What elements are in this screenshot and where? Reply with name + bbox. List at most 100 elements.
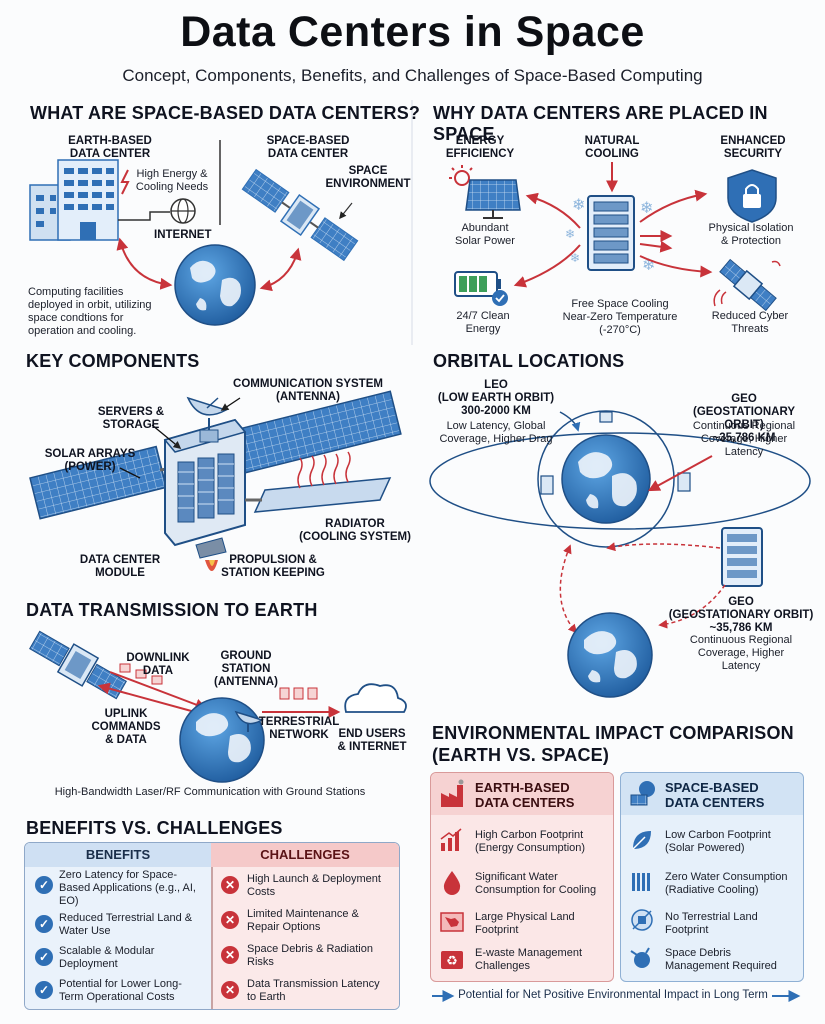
fan-out-arrows — [639, 189, 713, 278]
server-rack-icon — [587, 195, 635, 271]
earth-datacenter-label: EARTH-BASED DATA CENTER — [68, 135, 152, 160]
page-subtitle: Concept, Components, Benefits, and Chall… — [122, 66, 703, 85]
geo-orbit-ring — [429, 432, 811, 530]
shield-lock-icon — [727, 169, 777, 223]
geo2-desc: Continuous Regional Coverage, Higher Lat… — [689, 634, 793, 672]
svg-text:❄: ❄ — [640, 200, 653, 217]
svg-text:❄: ❄ — [572, 197, 585, 214]
radiator-label: RADIATOR (COOLING SYSTEM) — [299, 518, 411, 543]
earth-impact-title: EARTH-BASED DATA CENTERS — [475, 780, 575, 810]
earth-impact-item: High Carbon Footprint (Energy Consumptio… — [475, 829, 586, 854]
carbon-chart-icon — [440, 828, 462, 851]
propulsion-label: PROPULSION & STATION KEEPING — [221, 554, 325, 579]
solar-array-left — [29, 445, 168, 520]
cyber-threats-text: Reduced Cyber Threats — [711, 310, 789, 335]
challenge-item: High Launch & Deployment Costs — [247, 873, 381, 898]
components-heading: KEY COMPONENTS — [26, 351, 200, 371]
leo-pointer — [559, 411, 581, 432]
environment-heading: ENVIRONMENTAL IMPACT COMPARISON (EARTH V… — [432, 723, 794, 765]
orbit-earth-lower-icon — [567, 612, 653, 698]
solar-panel-icon — [465, 179, 521, 219]
natural-cooling-title: NATURAL COOLING — [584, 135, 640, 160]
datacenter-satellite — [29, 390, 402, 571]
data-packets-icon — [119, 663, 318, 700]
space-impact-item: Zero Water Consumption (Radiative Coolin… — [665, 871, 788, 896]
space-impact-title: SPACE-BASED DATA CENTERS — [665, 780, 765, 810]
earth-datacenter-icon — [29, 159, 119, 241]
challenges-column — [211, 843, 399, 1009]
geo-link-left — [559, 544, 578, 634]
terrestrial-label: TERRESTRIAL NETWORK — [258, 716, 340, 741]
energy-efficiency-title: ENERGY EFFICIENCY — [445, 135, 515, 160]
geo-pointer — [647, 455, 713, 492]
geo-desc: Continuous Regional Coverage, Higher Lat… — [692, 420, 796, 458]
clean-energy-text: 24/7 Clean Energy — [456, 310, 510, 335]
energy-note: High Energy & Cooling Needs — [135, 168, 209, 193]
earth-impact-item: E-waste Management Challenges — [475, 947, 582, 972]
check-icon: ✓ — [35, 948, 53, 966]
benefit-item: Potential for Lower Long- Term Operation… — [59, 978, 182, 1003]
internet-globe-icon — [170, 198, 196, 224]
challenge-item: Space Debris & Radiation Risks — [247, 943, 373, 968]
orbit-earth-icon — [561, 434, 651, 524]
comm-system-label: COMMUNICATION SYSTEM (ANTENNA) — [233, 378, 383, 403]
debris-icon — [630, 947, 650, 968]
benefit-item: Scalable & Modular Deployment — [59, 945, 155, 970]
downlink-label: DOWNLINK DATA — [126, 652, 190, 677]
cross-icon: ✕ — [221, 981, 239, 999]
downlink-arrow — [109, 671, 208, 711]
earth-impact-item: Large Physical Land Footprint — [475, 911, 575, 936]
transmission-heading: DATA TRANSMISSION TO EARTH — [26, 600, 318, 620]
internet-link-line — [118, 211, 170, 221]
geo-link-top — [606, 542, 721, 552]
benefits-column — [25, 843, 211, 1009]
cyber-satellite-icon — [719, 258, 777, 312]
space-environment-label: SPACE ENVIRONMENT — [325, 165, 411, 190]
space-env-pointer — [339, 202, 353, 220]
servers-storage-label: SERVERS & STORAGE — [97, 406, 165, 431]
end-users-label: END USERS & INTERNET — [337, 728, 407, 753]
solar-arrays-label: SOLAR ARRAYS (POWER) — [44, 448, 136, 473]
benefits-header: BENEFITS — [25, 843, 211, 867]
leo-title: LEO (LOW EARTH ORBIT) 300-2000 KM — [437, 379, 555, 417]
servers-pointer — [151, 424, 182, 449]
svg-text:❄: ❄ — [570, 251, 580, 265]
internet-label: INTERNET — [154, 229, 212, 241]
space-satellite-icon — [241, 168, 359, 262]
sun-icon — [449, 165, 473, 186]
geo-title: GEO (GEOSTATIONARY ORBIT) ~35,786 KM — [692, 393, 795, 444]
space-impact-item: No Terrestrial Land Footprint — [665, 911, 758, 936]
why-heading: WHY DATA CENTERS ARE PLACED IN SPACE — [433, 103, 768, 144]
cross-icon: ✕ — [221, 946, 239, 964]
enhanced-security-title: ENHANCED SECURITY — [720, 135, 786, 160]
space-impact-panel: SPACE-BASED DATA CENTERS Low Carbon Foot… — [620, 772, 804, 982]
check-icon: ✓ — [35, 915, 53, 933]
factory-icon — [441, 779, 464, 807]
land-map-icon — [440, 912, 464, 932]
leo-desc: Low Latency, Global Coverage, Higher Dra… — [439, 420, 553, 445]
what-heading: WHAT ARE SPACE-BASED DATA CENTERS? — [30, 103, 421, 123]
earth-impact-panel: EARTH-BASED DATA CENTERS High Carbon Foo… — [430, 772, 614, 982]
cross-icon: ✕ — [221, 911, 239, 929]
space-impact-item: Low Carbon Footprint (Solar Powered) — [665, 829, 771, 854]
leaf-icon — [632, 831, 651, 850]
cloud-icon — [344, 683, 407, 713]
space-cooling-text: Free Space Cooling Near-Zero Temperature… — [562, 298, 678, 336]
benefit-item: Reduced Terrestrial Land & Water Use — [59, 912, 193, 937]
globe-solar-icon — [630, 781, 655, 806]
orbital-heading: ORBITAL LOCATIONS — [433, 351, 625, 371]
challenge-item: Limited Maintenance & Repair Options — [247, 908, 359, 933]
uplink-label: UPLINK COMMANDS & DATA — [91, 708, 161, 746]
space-impact-item: Space Debris Management Required — [665, 947, 777, 972]
radiator-fins-icon — [632, 873, 650, 891]
environment-footer: Potential for Net Positive Environmental… — [458, 989, 768, 1001]
earth-globe-icon — [174, 244, 256, 326]
what-description: Computing facilities deployed in orbit, … — [28, 286, 152, 337]
geo-server-icon — [721, 527, 763, 587]
energy-bolt-icon — [120, 169, 130, 195]
space-to-globe-arrow — [259, 247, 302, 292]
earth-impact-item: Significant Water Consumption for Coolin… — [475, 871, 597, 896]
to-solar-arrow — [525, 192, 581, 229]
